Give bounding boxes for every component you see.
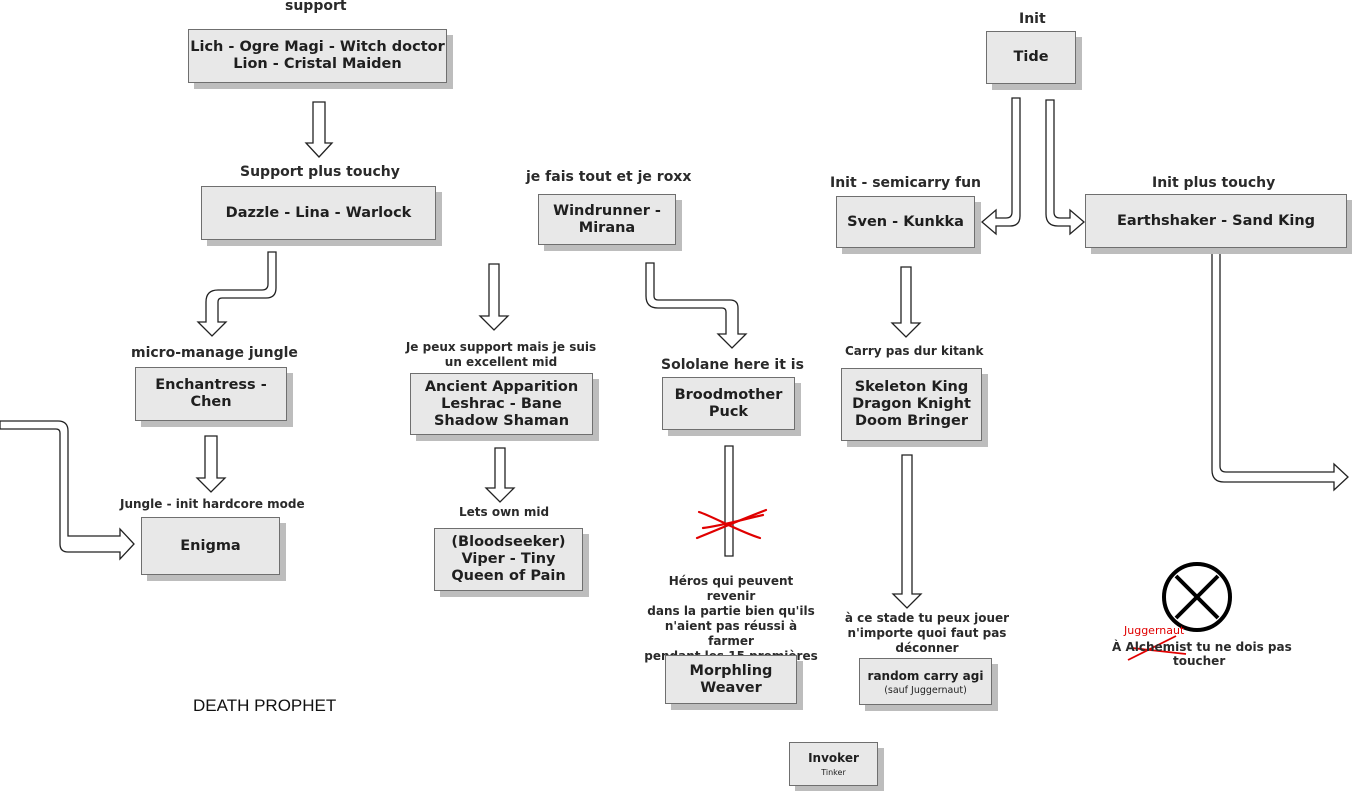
- box-invoker: Invoker Tinker: [789, 742, 878, 786]
- label-init: Init: [1019, 11, 1046, 27]
- arrow-ancient-to-bloodseeker: [484, 447, 516, 503]
- label-death-prophet: DEATH PROPHET: [193, 696, 337, 715]
- label-sololane: Sololane here it is: [661, 357, 804, 373]
- box-sven: Sven - Kunkka: [836, 196, 975, 248]
- box-random-carry-title: random carry agi: [867, 668, 984, 683]
- arrow-sven-to-skeleton: [890, 266, 922, 338]
- box-broodmother: Broodmother Puck: [662, 377, 795, 430]
- arrow-enchantress-to-enigma: [195, 435, 227, 493]
- box-invoker-title: Invoker: [808, 751, 859, 765]
- label-lets-own-mid: Lets own mid: [459, 505, 550, 519]
- arrow-tide-to-sven: [981, 97, 1021, 236]
- arrow-earthshaker-to-edge: [1211, 249, 1349, 492]
- label-carry-pas-dur: Carry pas dur kitank: [845, 344, 984, 358]
- box-enigma: Enigma: [141, 517, 280, 575]
- label-a-ce-stade: à ce stade tu peux jouer n'importe quoi …: [844, 611, 1010, 655]
- arrow-left-to-enigma: [0, 420, 135, 561]
- box-morphling: Morphling Weaver: [665, 655, 797, 704]
- box-enchantress: Enchantress - Chen: [135, 367, 287, 421]
- label-init-semicarry: Init - semicarry fun: [830, 175, 982, 191]
- blocked-line-broodmother: [724, 445, 734, 557]
- box-skeleton: Skeleton King Dragon Knight Doom Bringer: [841, 368, 982, 441]
- box-dazzle: Dazzle - Lina - Warlock: [201, 186, 436, 240]
- label-juggernaut-correction: Juggernaut: [1124, 624, 1185, 637]
- arrow-to-ancient: [478, 263, 510, 331]
- box-ancient: Ancient Apparition Leshrac - Bane Shadow…: [410, 373, 593, 435]
- label-alchemist-line2: toucher: [1173, 654, 1226, 668]
- box-random-carry-sub: (sauf Juggernaut): [884, 684, 967, 696]
- arrow-dazzle-to-enchantress: [196, 251, 277, 337]
- circle-x-icon: [1162, 562, 1232, 632]
- strike-alchemist: [1127, 635, 1187, 661]
- arrow-support-to-touchy: [304, 101, 334, 158]
- arrow-skeleton-to-random: [891, 454, 923, 609]
- box-lich: Lich - Ogre Magi - Witch doctor Lion - C…: [188, 29, 447, 83]
- label-init-touchy: Init plus touchy: [1152, 175, 1276, 191]
- box-bloodseeker: (Bloodseeker) Viper - Tiny Queen of Pain: [434, 528, 583, 591]
- label-jungle-init: Jungle - init hardcore mode: [120, 497, 305, 511]
- label-alchemist-line1: À Alchemist tu ne dois pas: [1112, 640, 1292, 654]
- label-micro-manage: micro-manage jungle: [131, 345, 298, 361]
- arrow-windrunner-to-broodmother: [645, 262, 748, 349]
- box-earthshaker: Earthshaker - Sand King: [1085, 194, 1347, 248]
- box-invoker-sub: Tinker: [821, 768, 846, 777]
- red-cross-icon: [695, 508, 768, 540]
- box-random-carry: random carry agi (sauf Juggernaut): [859, 658, 992, 705]
- label-support: support: [285, 0, 347, 14]
- label-je-peux-support: Je peux support mais je suis un excellen…: [405, 340, 597, 369]
- label-je-fais-tout: je fais tout et je roxx: [526, 169, 692, 185]
- box-tide: Tide: [986, 31, 1076, 84]
- label-support-touchy: Support plus touchy: [240, 164, 400, 180]
- box-windrunner: Windrunner - Mirana: [538, 194, 676, 245]
- arrow-tide-to-earthshaker: [1045, 99, 1085, 236]
